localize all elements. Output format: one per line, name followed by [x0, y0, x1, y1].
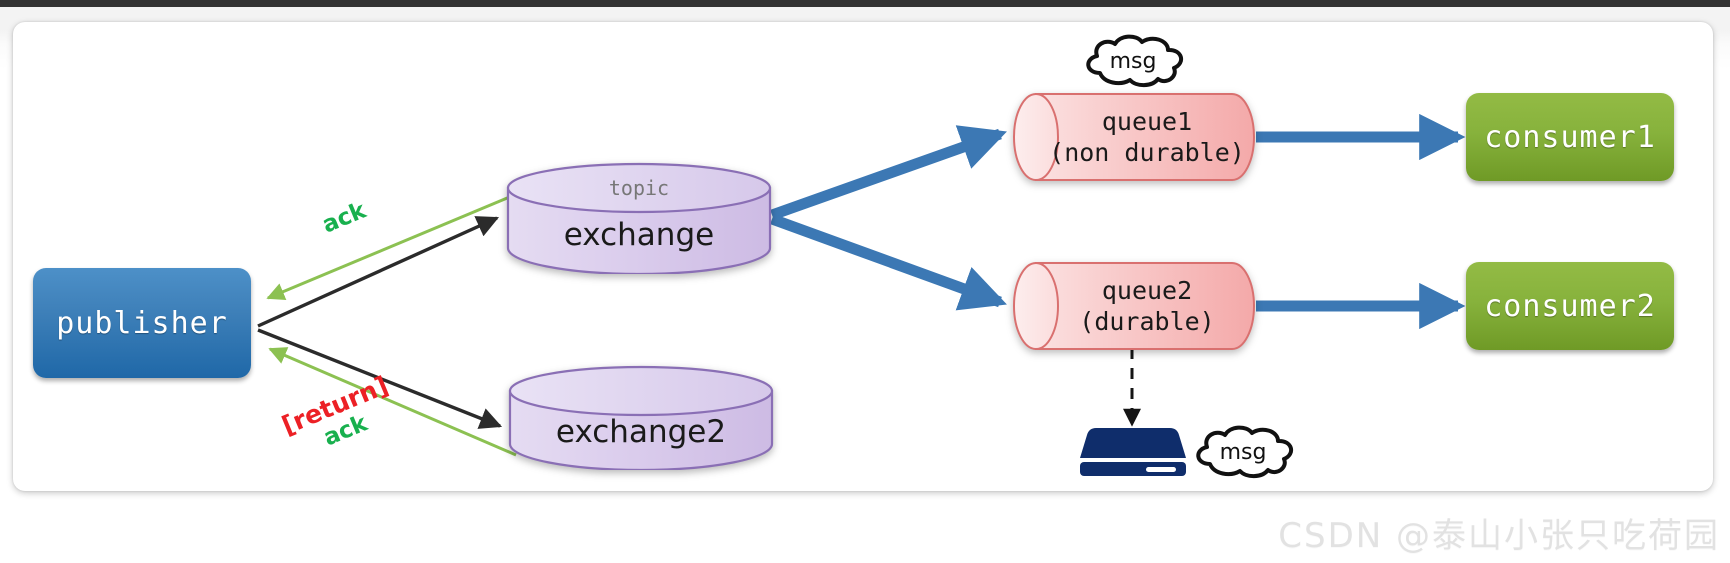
cloud-disk-msg: msg: [1188, 424, 1304, 480]
top-strip: [0, 0, 1730, 7]
watermark: CSDN @泰山小张只吃荷园: [1278, 516, 1720, 556]
node-consumer2[interactable]: consumer2: [1466, 262, 1674, 350]
node-publisher-label: publisher: [56, 305, 228, 341]
node-queue2[interactable]: queue2 (durable): [1012, 261, 1256, 351]
node-consumer1[interactable]: consumer1: [1466, 93, 1674, 181]
node-disk[interactable]: [1078, 426, 1188, 476]
node-exchange[interactable]: topic exchange: [506, 162, 772, 274]
diagram-panel: [13, 22, 1713, 491]
node-queue1[interactable]: queue1 (non durable): [1012, 92, 1256, 182]
cloud-queue1-msg: msg: [1078, 33, 1194, 89]
node-consumer2-label: consumer2: [1484, 288, 1656, 324]
node-publisher[interactable]: publisher: [33, 268, 251, 378]
node-exchange2[interactable]: exchange2: [508, 365, 774, 470]
node-consumer1-label: consumer1: [1484, 119, 1656, 155]
